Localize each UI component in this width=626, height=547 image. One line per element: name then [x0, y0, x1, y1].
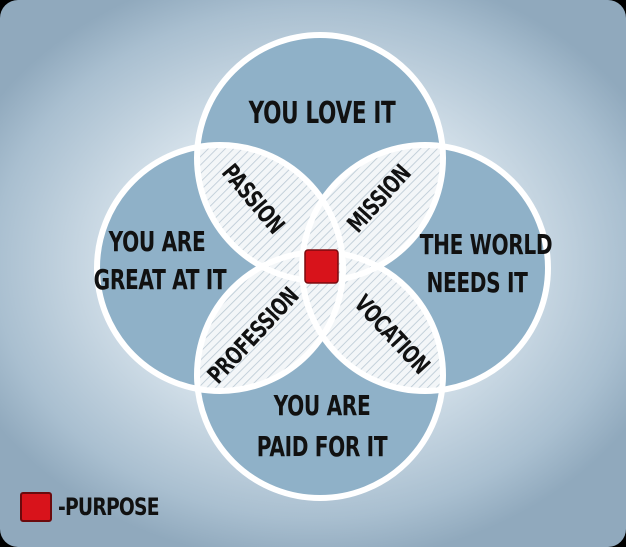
label-left-line1: YOU ARE — [108, 225, 206, 258]
legend: -PURPOSE — [20, 490, 187, 524]
label-bottom-line1: YOU ARE — [273, 389, 371, 422]
purpose-square — [304, 249, 339, 284]
label-left-line2: GREAT AT IT — [94, 263, 227, 296]
label-right-line1: THE WORLD — [420, 228, 553, 261]
legend-purpose-label: -PURPOSE — [58, 493, 160, 521]
legend-purpose-swatch — [20, 492, 52, 522]
label-top-line1: YOU LOVE IT — [248, 97, 396, 131]
label-right-line2: NEEDS IT — [427, 266, 529, 299]
label-bottom-line2: PAID FOR IT — [257, 430, 388, 463]
